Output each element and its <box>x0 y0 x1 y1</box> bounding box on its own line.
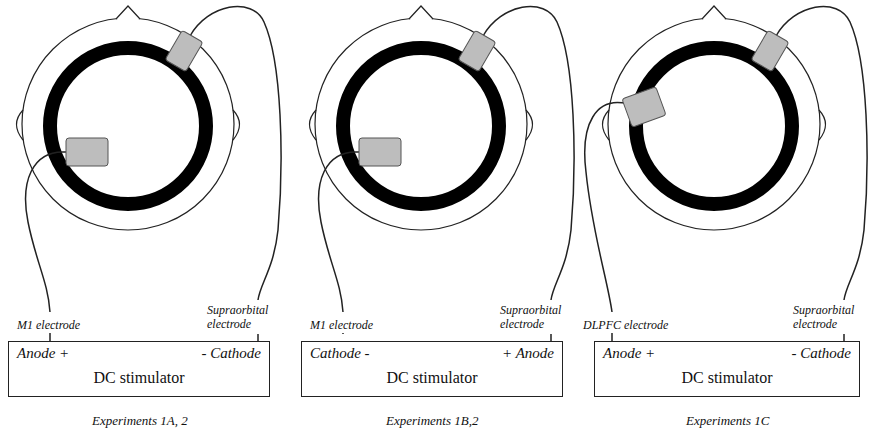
dc-stimulator-box: Anode + - Cathode DC stimulator <box>594 341 860 397</box>
experiment-caption: Experiments 1C <box>685 414 770 428</box>
dc-stimulator-box: Anode + - Cathode DC stimulator <box>8 341 270 397</box>
panel-1C <box>585 6 867 312</box>
terminal-label: Anode + <box>17 345 69 362</box>
electrode-label: DLPFC electrode <box>582 318 669 332</box>
electrode-label: M1 electrode <box>16 318 81 332</box>
electrode-label: M1 electrode <box>309 318 374 332</box>
terminal-label: + Anode <box>502 345 554 362</box>
device-name: DC stimulator <box>9 369 269 387</box>
experiment-caption: Experiments 1B,2 <box>385 414 479 428</box>
experiment-caption: Experiments 1A, 2 <box>91 414 189 428</box>
terminal-label: - Cathode <box>201 345 261 362</box>
device-name: DC stimulator <box>302 369 562 387</box>
terminal-label: Cathode - <box>310 345 370 362</box>
electrode-label: Supraorbital electrode <box>792 303 864 331</box>
dc-stimulator-box: Cathode - + Anode DC stimulator <box>301 341 563 397</box>
panel-1B <box>310 6 575 312</box>
device-name: DC stimulator <box>595 369 859 387</box>
electrode-label: Supraorbital electrode <box>499 303 571 331</box>
terminal-label: Anode + <box>603 345 655 362</box>
electrode-label: Supraorbital electrode <box>206 303 278 331</box>
terminal-label: - Cathode <box>791 345 851 362</box>
panel-1A <box>17 6 282 312</box>
